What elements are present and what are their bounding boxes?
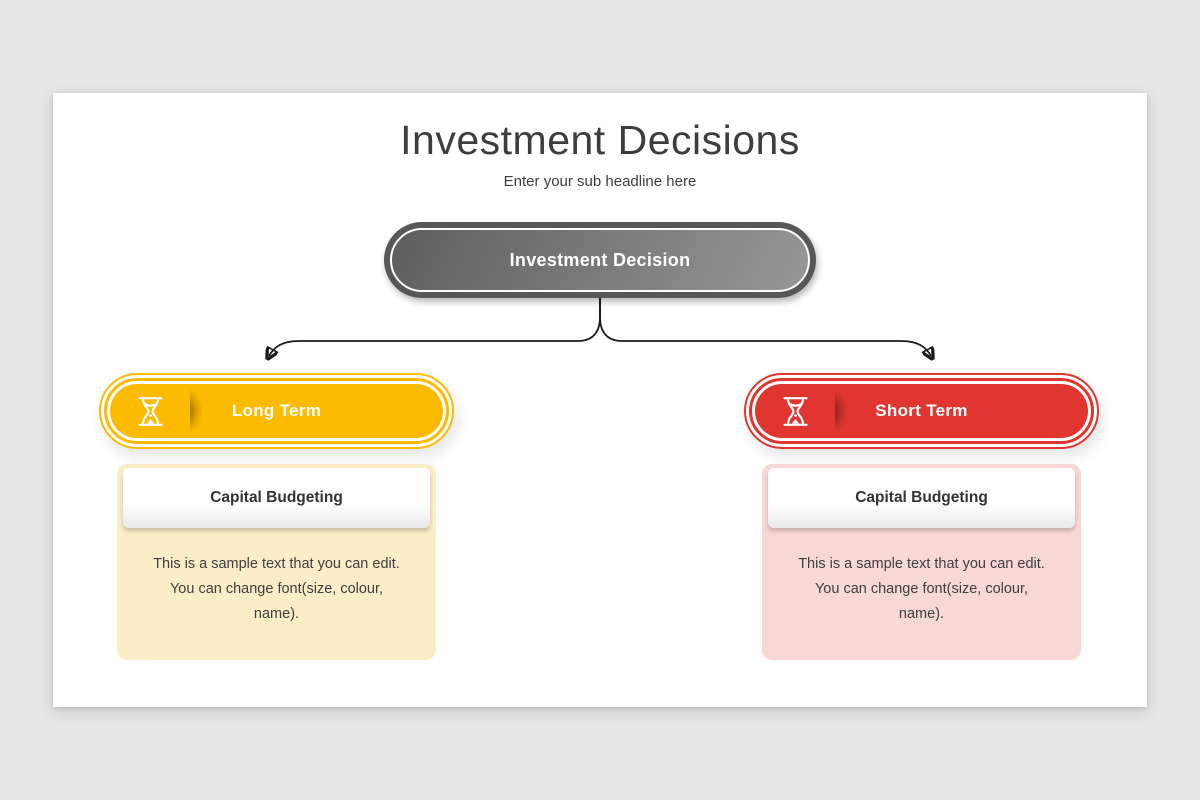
info-card-short-term: Capital Budgeting This is a sample text … — [762, 464, 1081, 660]
hourglass-icon — [110, 384, 190, 438]
connector-branch-left — [269, 297, 601, 356]
branch-pill-body: Long Term — [110, 384, 443, 438]
branch-pill-long-term: Long Term — [99, 373, 454, 449]
branch-pill-ring: Long Term — [104, 378, 449, 444]
page-title: Investment Decisions — [400, 117, 800, 163]
card-title: Capital Budgeting — [768, 468, 1075, 528]
connector-branch-right — [599, 297, 931, 356]
card-body-text: This is a sample text that you can edit.… — [798, 556, 1045, 622]
branch-pill-short-term: Short Term — [744, 373, 1099, 449]
root-node-label: Investment Decision — [509, 249, 691, 270]
info-card-long-term: Capital Budgeting This is a sample text … — [117, 464, 436, 660]
connector-lines — [53, 297, 1147, 707]
branch-label-short-term: Short Term — [875, 401, 968, 420]
pill-divider — [835, 385, 852, 437]
root-node-inner: Investment Decision — [390, 228, 810, 292]
branch-pill-ring: Short Term — [749, 378, 1094, 444]
card-body-text: This is a sample text that you can edit.… — [153, 556, 400, 622]
root-node-pill: Investment Decision — [384, 222, 816, 298]
branch-label-long-term: Long Term — [231, 401, 322, 420]
card-title: Capital Budgeting — [123, 468, 430, 528]
branch-pill-body: Short Term — [755, 384, 1088, 438]
hourglass-icon — [755, 384, 835, 438]
slide: Investment Decisions Enter your sub head… — [53, 93, 1147, 707]
pill-divider — [190, 385, 207, 437]
page-subtitle: Enter your sub headline here — [503, 173, 697, 190]
